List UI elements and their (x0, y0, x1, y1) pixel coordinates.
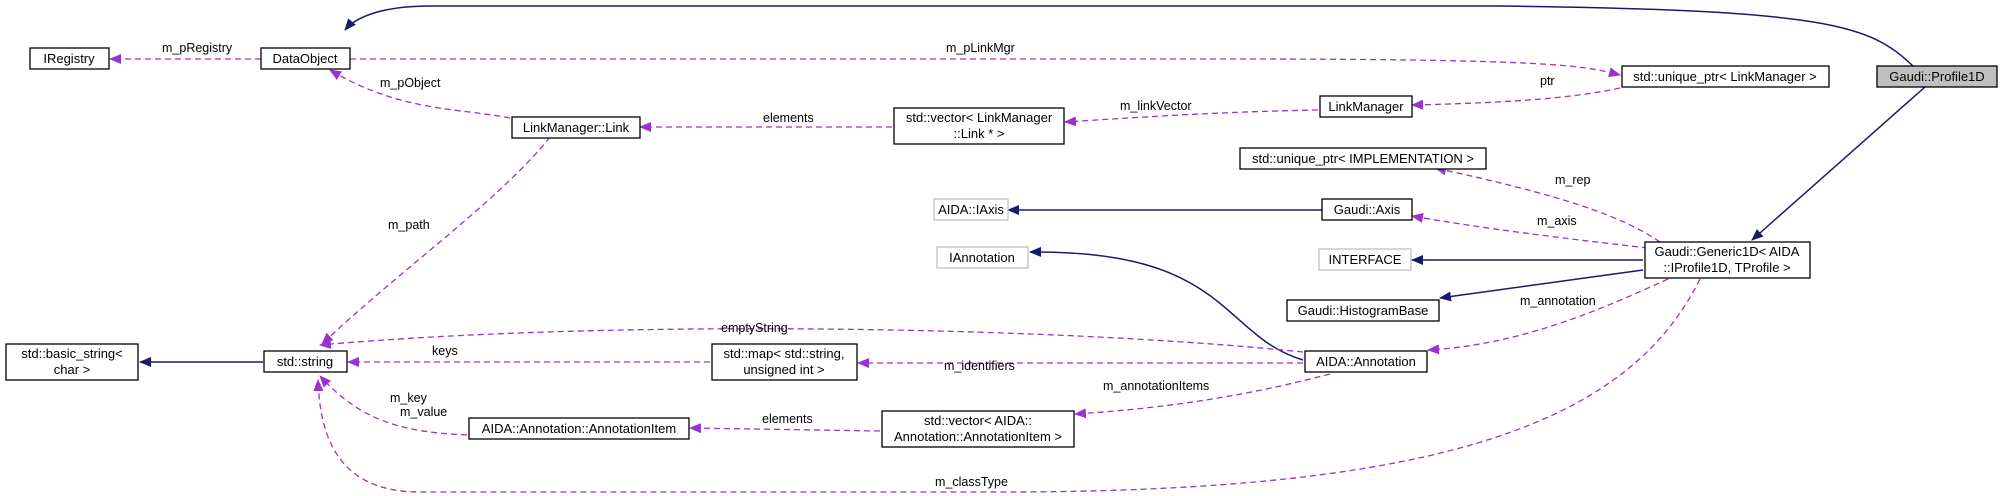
label-m_classType: m_classType (935, 475, 1008, 489)
node-label: std::unique_ptr< IMPLEMENTATION > (1252, 151, 1474, 166)
label-m_identifiers: m_identifiers (944, 359, 1015, 373)
node-label-line2: Annotation::AnnotationItem > (894, 429, 1062, 444)
label-m_linkVector: m_linkVector (1120, 99, 1192, 113)
node-label: AIDA::IAxis (938, 202, 1004, 217)
label-keys: keys (432, 344, 458, 358)
node-label: IAnnotation (949, 250, 1015, 265)
label-m_pRegistry: m_pRegistry (162, 41, 233, 55)
edge-ptr (1411, 87, 1621, 110)
node-histogrambase[interactable]: Gaudi::HistogramBase (1286, 299, 1440, 322)
label-m_rep: m_rep (1555, 173, 1590, 187)
node-label: AIDA::Annotation::AnnotationItem (482, 421, 676, 436)
label-m_path: m_path (388, 218, 430, 232)
label-ptr: ptr (1540, 74, 1555, 88)
edge-profile1d-to-generic1d (1751, 86, 1926, 241)
edge-m_classType (313, 278, 1701, 493)
node-label: Gaudi::Axis (1334, 202, 1401, 217)
node-label: Gaudi::HistogramBase (1298, 303, 1429, 318)
node-vector-annotationitem[interactable]: std::vector< AIDA:: Annotation::Annotati… (881, 410, 1075, 448)
node-aida-annotation[interactable]: AIDA::Annotation (1304, 350, 1428, 373)
node-label-line2: ::Link * > (954, 126, 1005, 141)
node-aida-iaxis[interactable]: AIDA::IAxis (933, 198, 1009, 221)
node-label-line2: char > (54, 362, 91, 377)
node-label-line1: std::map< std::string, (723, 346, 844, 361)
edge-m_linkVector (1064, 109, 1319, 127)
edge-m_annotationItems (1074, 373, 1331, 419)
node-label-line1: std::vector< LinkManager (906, 110, 1053, 125)
node-label: LinkManager::Link (523, 120, 630, 135)
usage-edges (109, 54, 1701, 493)
node-unique-ptr-implementation[interactable]: std::unique_ptr< IMPLEMENTATION > (1239, 147, 1487, 170)
node-label: DataObject (272, 51, 337, 66)
edge-emptyString (319, 328, 1304, 353)
label-elements-item: elements (762, 412, 813, 426)
node-std-string[interactable]: std::string (263, 350, 348, 373)
node-annotationitem[interactable]: AIDA::Annotation::AnnotationItem (468, 417, 690, 440)
edge-labels: m_pRegistry m_pLinkMgr m_pObject ptr ele… (162, 41, 1596, 489)
node-label: Gaudi::Profile1D (1889, 69, 1984, 84)
node-label: AIDA::Annotation (1316, 354, 1416, 369)
node-gaudi-axis[interactable]: Gaudi::Axis (1321, 198, 1413, 221)
node-label: IRegistry (43, 51, 95, 66)
node-label: std::unique_ptr< LinkManager > (1633, 69, 1817, 84)
node-label-line1: Gaudi::Generic1D< AIDA (1655, 244, 1800, 259)
edge-generic1d-to-histogrambase (1439, 269, 1644, 302)
node-iannotation[interactable]: IAnnotation (936, 246, 1029, 269)
node-std-map[interactable]: std::map< std::string, unsigned int > (711, 343, 858, 381)
node-label: std::string (277, 354, 333, 369)
label-emptyString: emptyString (721, 321, 788, 335)
node-iregistry[interactable]: IRegistry (29, 47, 110, 70)
label-m_value: m_value (400, 405, 447, 419)
label-m_annotation: m_annotation (1520, 294, 1596, 308)
edge-m_rep (1434, 165, 1661, 243)
label-m_axis: m_axis (1537, 214, 1577, 228)
edge-profile1d-to-dataobject (344, 5, 1914, 67)
inheritance-edges (139, 5, 1926, 367)
edge-m_pLinkMgr (350, 58, 1621, 78)
node-basic-string[interactable]: std::basic_string< char > (5, 343, 139, 381)
label-m_pLinkMgr: m_pLinkMgr (946, 41, 1015, 55)
node-vector-link[interactable]: std::vector< LinkManager ::Link * > (893, 107, 1065, 145)
label-m_key: m_key (390, 391, 428, 405)
edge-m_key-m_value (319, 375, 468, 436)
node-unique-ptr-linkmanager[interactable]: std::unique_ptr< LinkManager > (1621, 65, 1830, 88)
node-linkmanager-link[interactable]: LinkManager::Link (511, 116, 641, 139)
node-label-line1: std::basic_string< (21, 346, 123, 361)
node-profile1d[interactable]: Gaudi::Profile1D (1876, 65, 1998, 88)
label-m_pObject: m_pObject (380, 76, 441, 90)
node-label: LinkManager (1328, 99, 1404, 114)
edge-m_path (321, 136, 551, 345)
label-elements-link: elements (763, 111, 814, 125)
label-m_annotationItems: m_annotationItems (1103, 379, 1209, 393)
edge-m_axis (1411, 212, 1649, 249)
node-label-line2: unsigned int > (743, 362, 824, 377)
edge-m_pObject (329, 69, 511, 119)
node-dataobject[interactable]: DataObject (260, 47, 351, 70)
node-label: INTERFACE (1329, 252, 1402, 267)
node-label-line2: ::IProfile1D, TProfile > (1663, 260, 1790, 275)
node-interface[interactable]: INTERFACE (1318, 248, 1412, 271)
edge-annotation-to-iannotation (1029, 246, 1304, 361)
node-linkmanager[interactable]: LinkManager (1319, 95, 1413, 118)
edge-elements-item (689, 423, 881, 434)
node-generic1d[interactable]: Gaudi::Generic1D< AIDA ::IProfile1D, TPr… (1644, 241, 1811, 279)
edge-m_annotation (1427, 278, 1669, 355)
node-label-line1: std::vector< AIDA:: (924, 413, 1032, 428)
